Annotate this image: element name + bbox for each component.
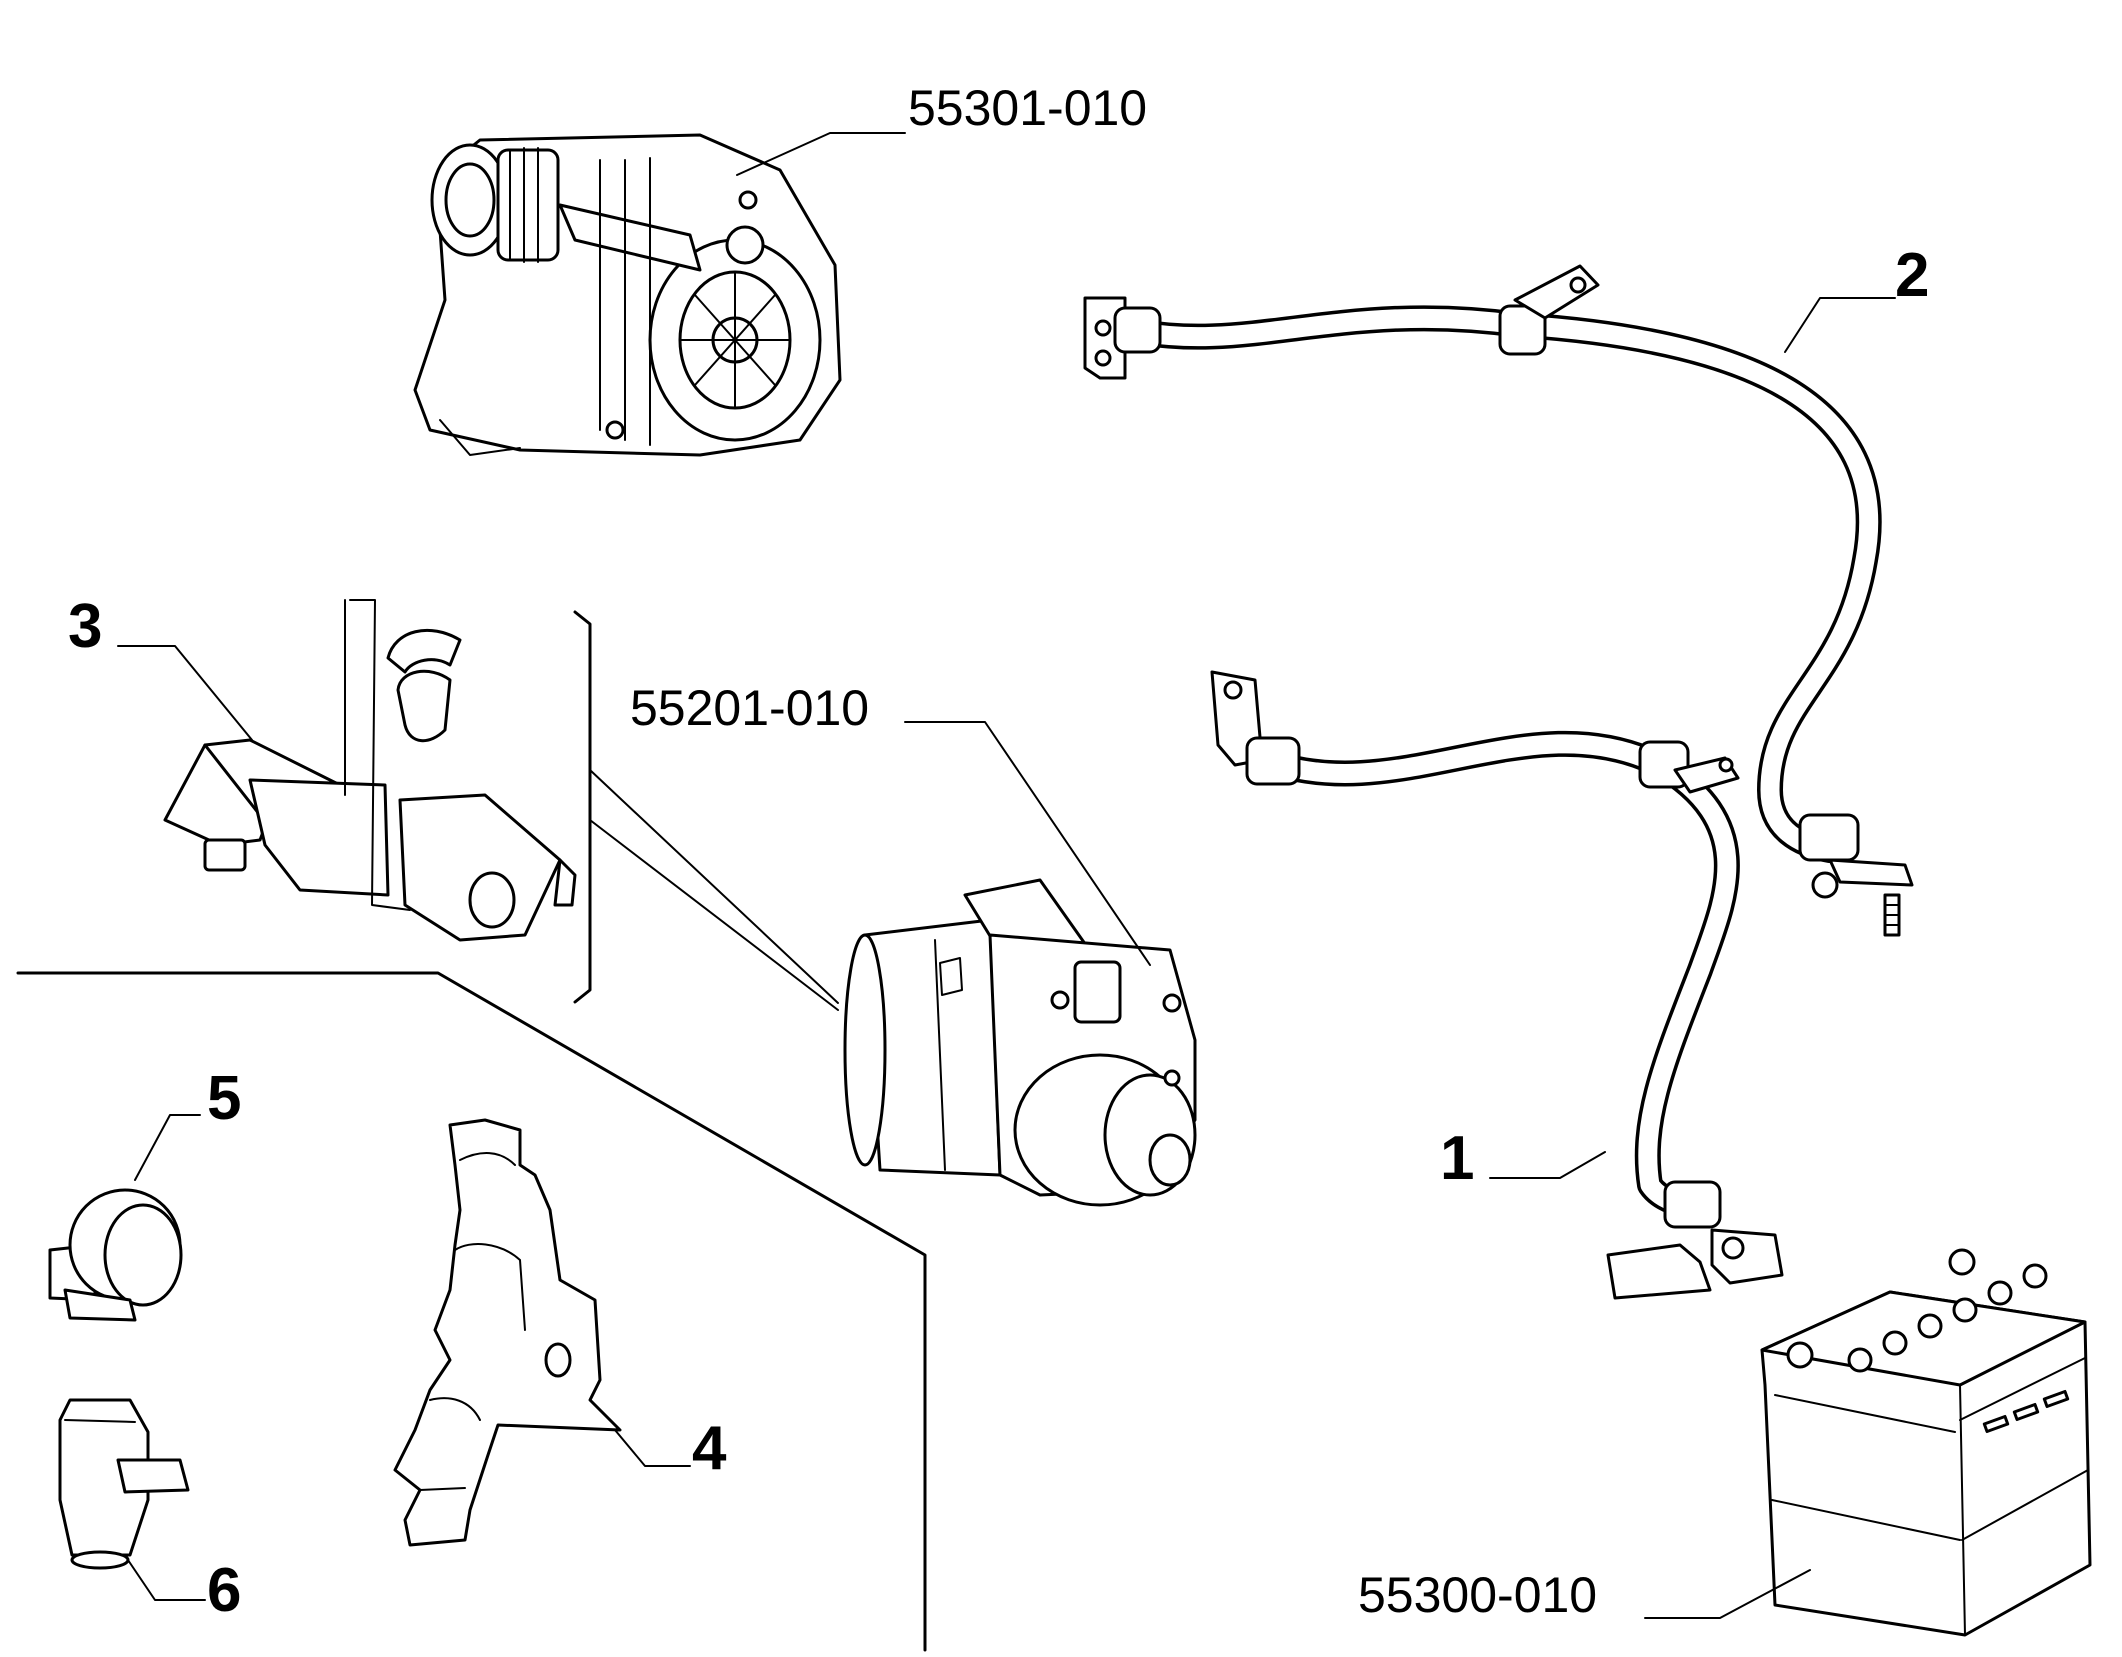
callout-5: 5 [207,1064,242,1133]
cable-clip-icon [48,1188,183,1322]
leader-lines [117,132,1896,1619]
positive-cable-icon [1083,264,1914,937]
battery-vents [1982,1389,2070,1434]
battery-icon [1760,1248,2092,1637]
cable-holder-icon [58,1398,190,1570]
part-number-battery: 55300-010 [1358,1567,1598,1623]
protective-cover-icon [393,1118,622,1547]
callout-3: 3 [68,592,103,661]
section-dividers [16,610,927,1652]
callout-2: 2 [1895,241,1930,310]
bracket-icon [163,599,577,942]
negative-cable-icon [1210,670,1784,1300]
callout-1: 1 [1440,1124,1475,1193]
part-number-alternator: 55301-010 [908,80,1148,136]
battery-caps [1847,1263,2048,1373]
alternator-icon [413,133,842,457]
callout-4: 4 [692,1414,727,1483]
starter-motor-icon [843,878,1197,1207]
callout-6: 6 [207,1556,242,1625]
part-number-starter: 55201-010 [630,680,870,736]
